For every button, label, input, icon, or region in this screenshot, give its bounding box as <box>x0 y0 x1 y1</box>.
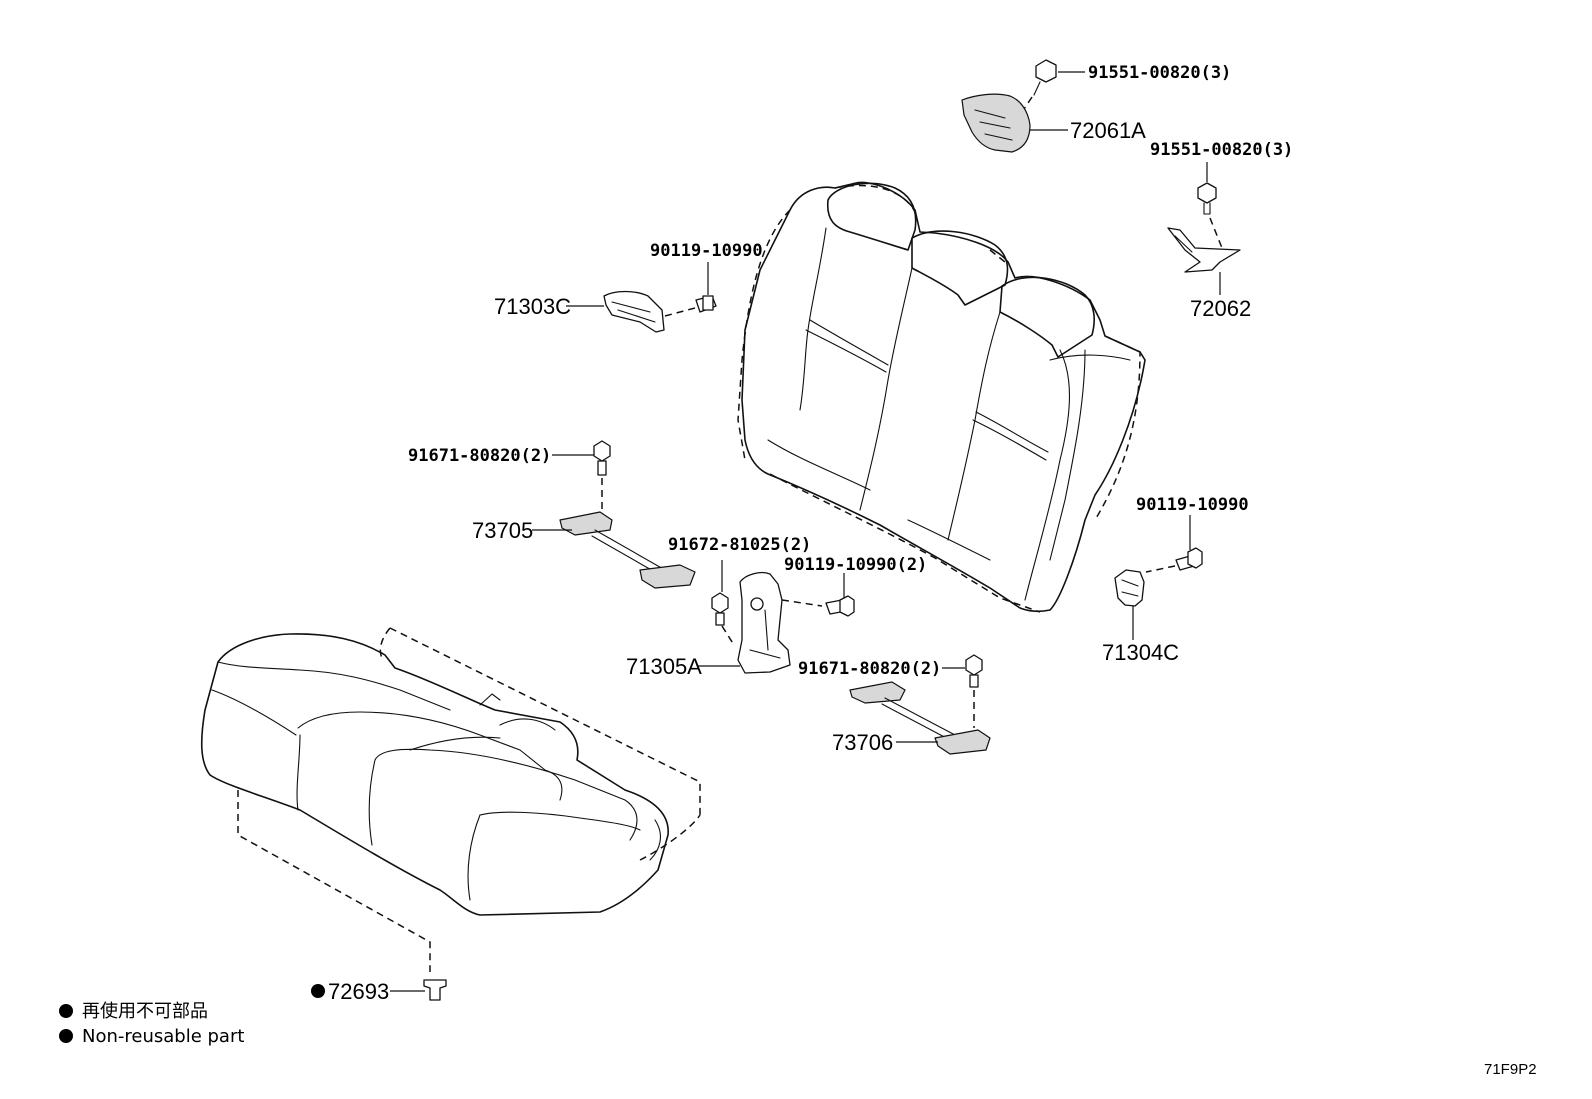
bracket-71305A <box>698 571 823 674</box>
label-73705: 73705 <box>472 518 533 543</box>
label-71303C: 71303C <box>494 294 571 319</box>
bracket-71304C <box>1114 569 1145 640</box>
part-labels: 91551-00820(3) 72061A 91551-00820(3) 720… <box>311 63 1293 1004</box>
label-71305A: 71305A <box>626 654 702 679</box>
legend: 再使用不可部品 Non-reusable part <box>59 1001 244 1047</box>
label-72062: 72062 <box>1190 296 1251 321</box>
non-reusable-dot <box>311 984 325 998</box>
bolt-91551-top <box>1021 59 1085 113</box>
label-91672: 91672-81025(2) <box>668 535 811 555</box>
label-91551-top: 91551-00820(3) <box>1088 63 1231 83</box>
label-91671-right: 91671-80820(2) <box>798 659 941 679</box>
bolt-90119-right <box>1145 515 1203 573</box>
bolt-91551-right <box>1197 162 1223 249</box>
diagram-code: 71F9P2 <box>1484 1061 1537 1078</box>
bolt-90119-mid <box>825 573 855 617</box>
clip-72693 <box>390 979 447 1001</box>
label-71304C: 71304C <box>1102 640 1179 665</box>
label-72061A: 72061A <box>1070 118 1146 143</box>
legend-text-en: Non-reusable part <box>82 1026 244 1047</box>
legend-dot-en <box>59 1029 73 1043</box>
bolt-90119-upper <box>695 262 717 313</box>
bolt-91671-left <box>552 440 611 515</box>
seat-cushion <box>200 627 701 972</box>
label-91671-left: 91671-80820(2) <box>408 446 551 466</box>
label-72693: 72693 <box>328 979 389 1004</box>
legend-text-jp: 再使用不可部品 <box>82 1001 208 1022</box>
part-73705 <box>532 511 696 589</box>
bolt-91671-right <box>942 654 983 728</box>
bolt-91672 <box>711 560 735 646</box>
seat-back <box>737 181 1146 613</box>
label-73706: 73706 <box>832 730 893 755</box>
label-90119-upper: 90119-10990 <box>650 241 763 261</box>
label-91551-right: 91551-00820(3) <box>1150 140 1293 160</box>
label-90119-right: 90119-10990 <box>1136 495 1249 515</box>
bracket-71303C <box>566 290 696 333</box>
bracket-72061A <box>961 93 1068 153</box>
label-90119-mid: 90119-10990(2) <box>784 555 927 575</box>
legend-dot-jp <box>59 1004 73 1018</box>
bracket-72062 <box>1167 227 1241 295</box>
part-73706 <box>849 681 991 755</box>
